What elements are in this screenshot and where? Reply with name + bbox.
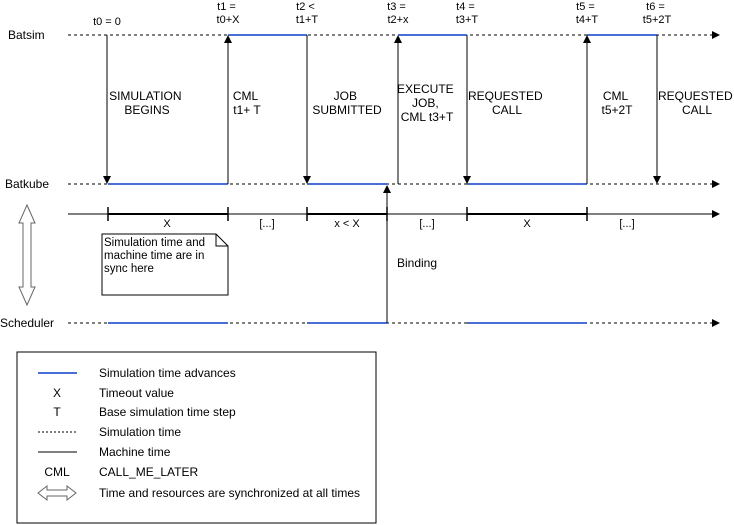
lane-label-scheduler: Scheduler xyxy=(0,316,54,330)
event-label-simulation-begins: SIMULATION BEGINS xyxy=(109,89,185,117)
time-label-t5: t5 = t4+T xyxy=(576,1,599,26)
sync-note-text: Simulation time and machine time are in … xyxy=(104,237,208,275)
sim-advance-segments xyxy=(108,34,657,324)
legend-text-6: Time and resources are synchronized at a… xyxy=(99,486,360,500)
time-label-t3: t3 = t2+x xyxy=(387,1,409,26)
time-label-t0: t0 = 0 xyxy=(93,16,121,28)
event-label-requested-call-1: REQUESTED CALL xyxy=(468,89,546,117)
interval-label-1: X xyxy=(163,218,171,230)
event-label-job-submitted: JOB SUBMITTED xyxy=(312,89,382,117)
legend-symbol-t: T xyxy=(53,405,61,419)
interval-label-4: [...] xyxy=(419,218,434,230)
legend-box xyxy=(16,351,377,524)
legend-text-0: Simulation time advances xyxy=(99,366,236,380)
interval-label-5: X xyxy=(523,218,531,230)
time-label-t1: t1 = t0+X xyxy=(217,1,241,26)
interval-label-3: x < X xyxy=(334,218,360,230)
sync-note: Simulation time and machine time are in … xyxy=(101,233,229,296)
time-label-t2: t2 < t1+T xyxy=(296,1,319,26)
time-label-t6: t6 = t5+2T xyxy=(643,1,672,26)
event-label-requested-call-2: REQUESTED CALL xyxy=(658,89,734,117)
batkube-lane xyxy=(68,180,720,188)
event-label-cml-t5: CML t5+2T xyxy=(601,89,633,117)
legend-text-1: Timeout value xyxy=(99,386,174,400)
machine-time-axis xyxy=(68,207,720,221)
interval-label-6: [...] xyxy=(619,218,634,230)
legend-symbol-cml: CML xyxy=(44,465,70,479)
lane-label-batsim: Batsim xyxy=(8,28,45,42)
legend-text-4: Machine time xyxy=(99,445,171,459)
legend: Simulation time advances X Timeout value… xyxy=(16,351,377,524)
lane-label-batkube: Batkube xyxy=(5,177,49,191)
interval-label-2: [...] xyxy=(259,218,274,230)
legend-text-3: Simulation time xyxy=(99,425,181,439)
time-label-t4: t4 = t3+T xyxy=(456,1,479,26)
message-arrows xyxy=(103,35,661,323)
event-label-cml-t1: CML t1+ T xyxy=(233,89,262,117)
binding-label: Binding xyxy=(397,256,437,270)
legend-text-5: CALL_ME_LATER xyxy=(99,465,198,479)
event-label-execute-job: EXECUTE JOB, CML t3+T xyxy=(397,82,457,124)
scheduler-lane xyxy=(68,319,720,327)
legend-double-arrow-icon xyxy=(37,484,77,502)
legend-text-2: Base simulation time step xyxy=(99,405,236,419)
sync-double-arrow-icon xyxy=(18,203,36,307)
legend-symbol-x: X xyxy=(53,386,61,400)
batsim-lane xyxy=(68,31,720,39)
